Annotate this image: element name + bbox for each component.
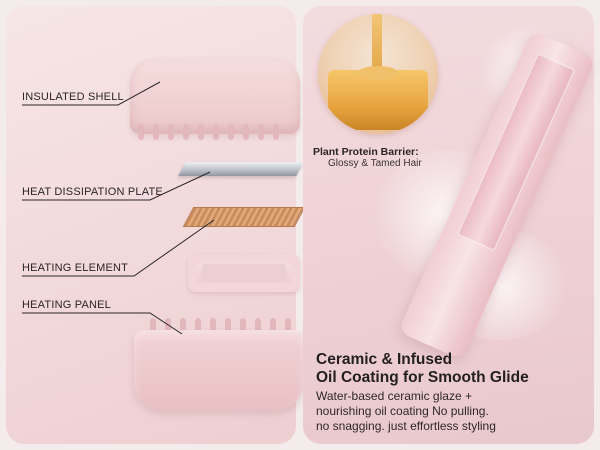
description-line-3: no snagging. just effortless styling (316, 419, 496, 433)
label-heating-element: HEATING ELEMENT (22, 262, 129, 274)
description-line-1: Water-based ceramic glaze + (316, 389, 472, 403)
label-heating-panel: HEATING PANEL (22, 299, 111, 311)
label-heat-dissipation-plate: HEAT DISSIPATION PLATE (22, 186, 163, 198)
label-insulated-shell: INSULATED SHELL (22, 91, 124, 103)
feature-headline: Ceramic & Infused Oil Coating for Smooth… (316, 351, 586, 387)
shell-teeth-top (138, 124, 279, 140)
protein-barrier-subtitle: Glossy & Tamed Hair (328, 158, 422, 169)
protein-barrier-title: Plant Protein Barrier: (313, 146, 419, 158)
insulated-shell-part (130, 58, 300, 134)
description-line-2: nourishing oil coating No pulling. (316, 404, 489, 418)
headline-line-1: Ceramic & Infused (316, 351, 453, 368)
headline-line-2: Oil Coating for Smooth Glide (316, 369, 529, 386)
feature-description: Water-based ceramic glaze + nourishing o… (316, 389, 586, 434)
heating-frame-part (188, 254, 300, 292)
heating-panel-part (134, 330, 304, 410)
oil-drip-icon (318, 14, 438, 134)
